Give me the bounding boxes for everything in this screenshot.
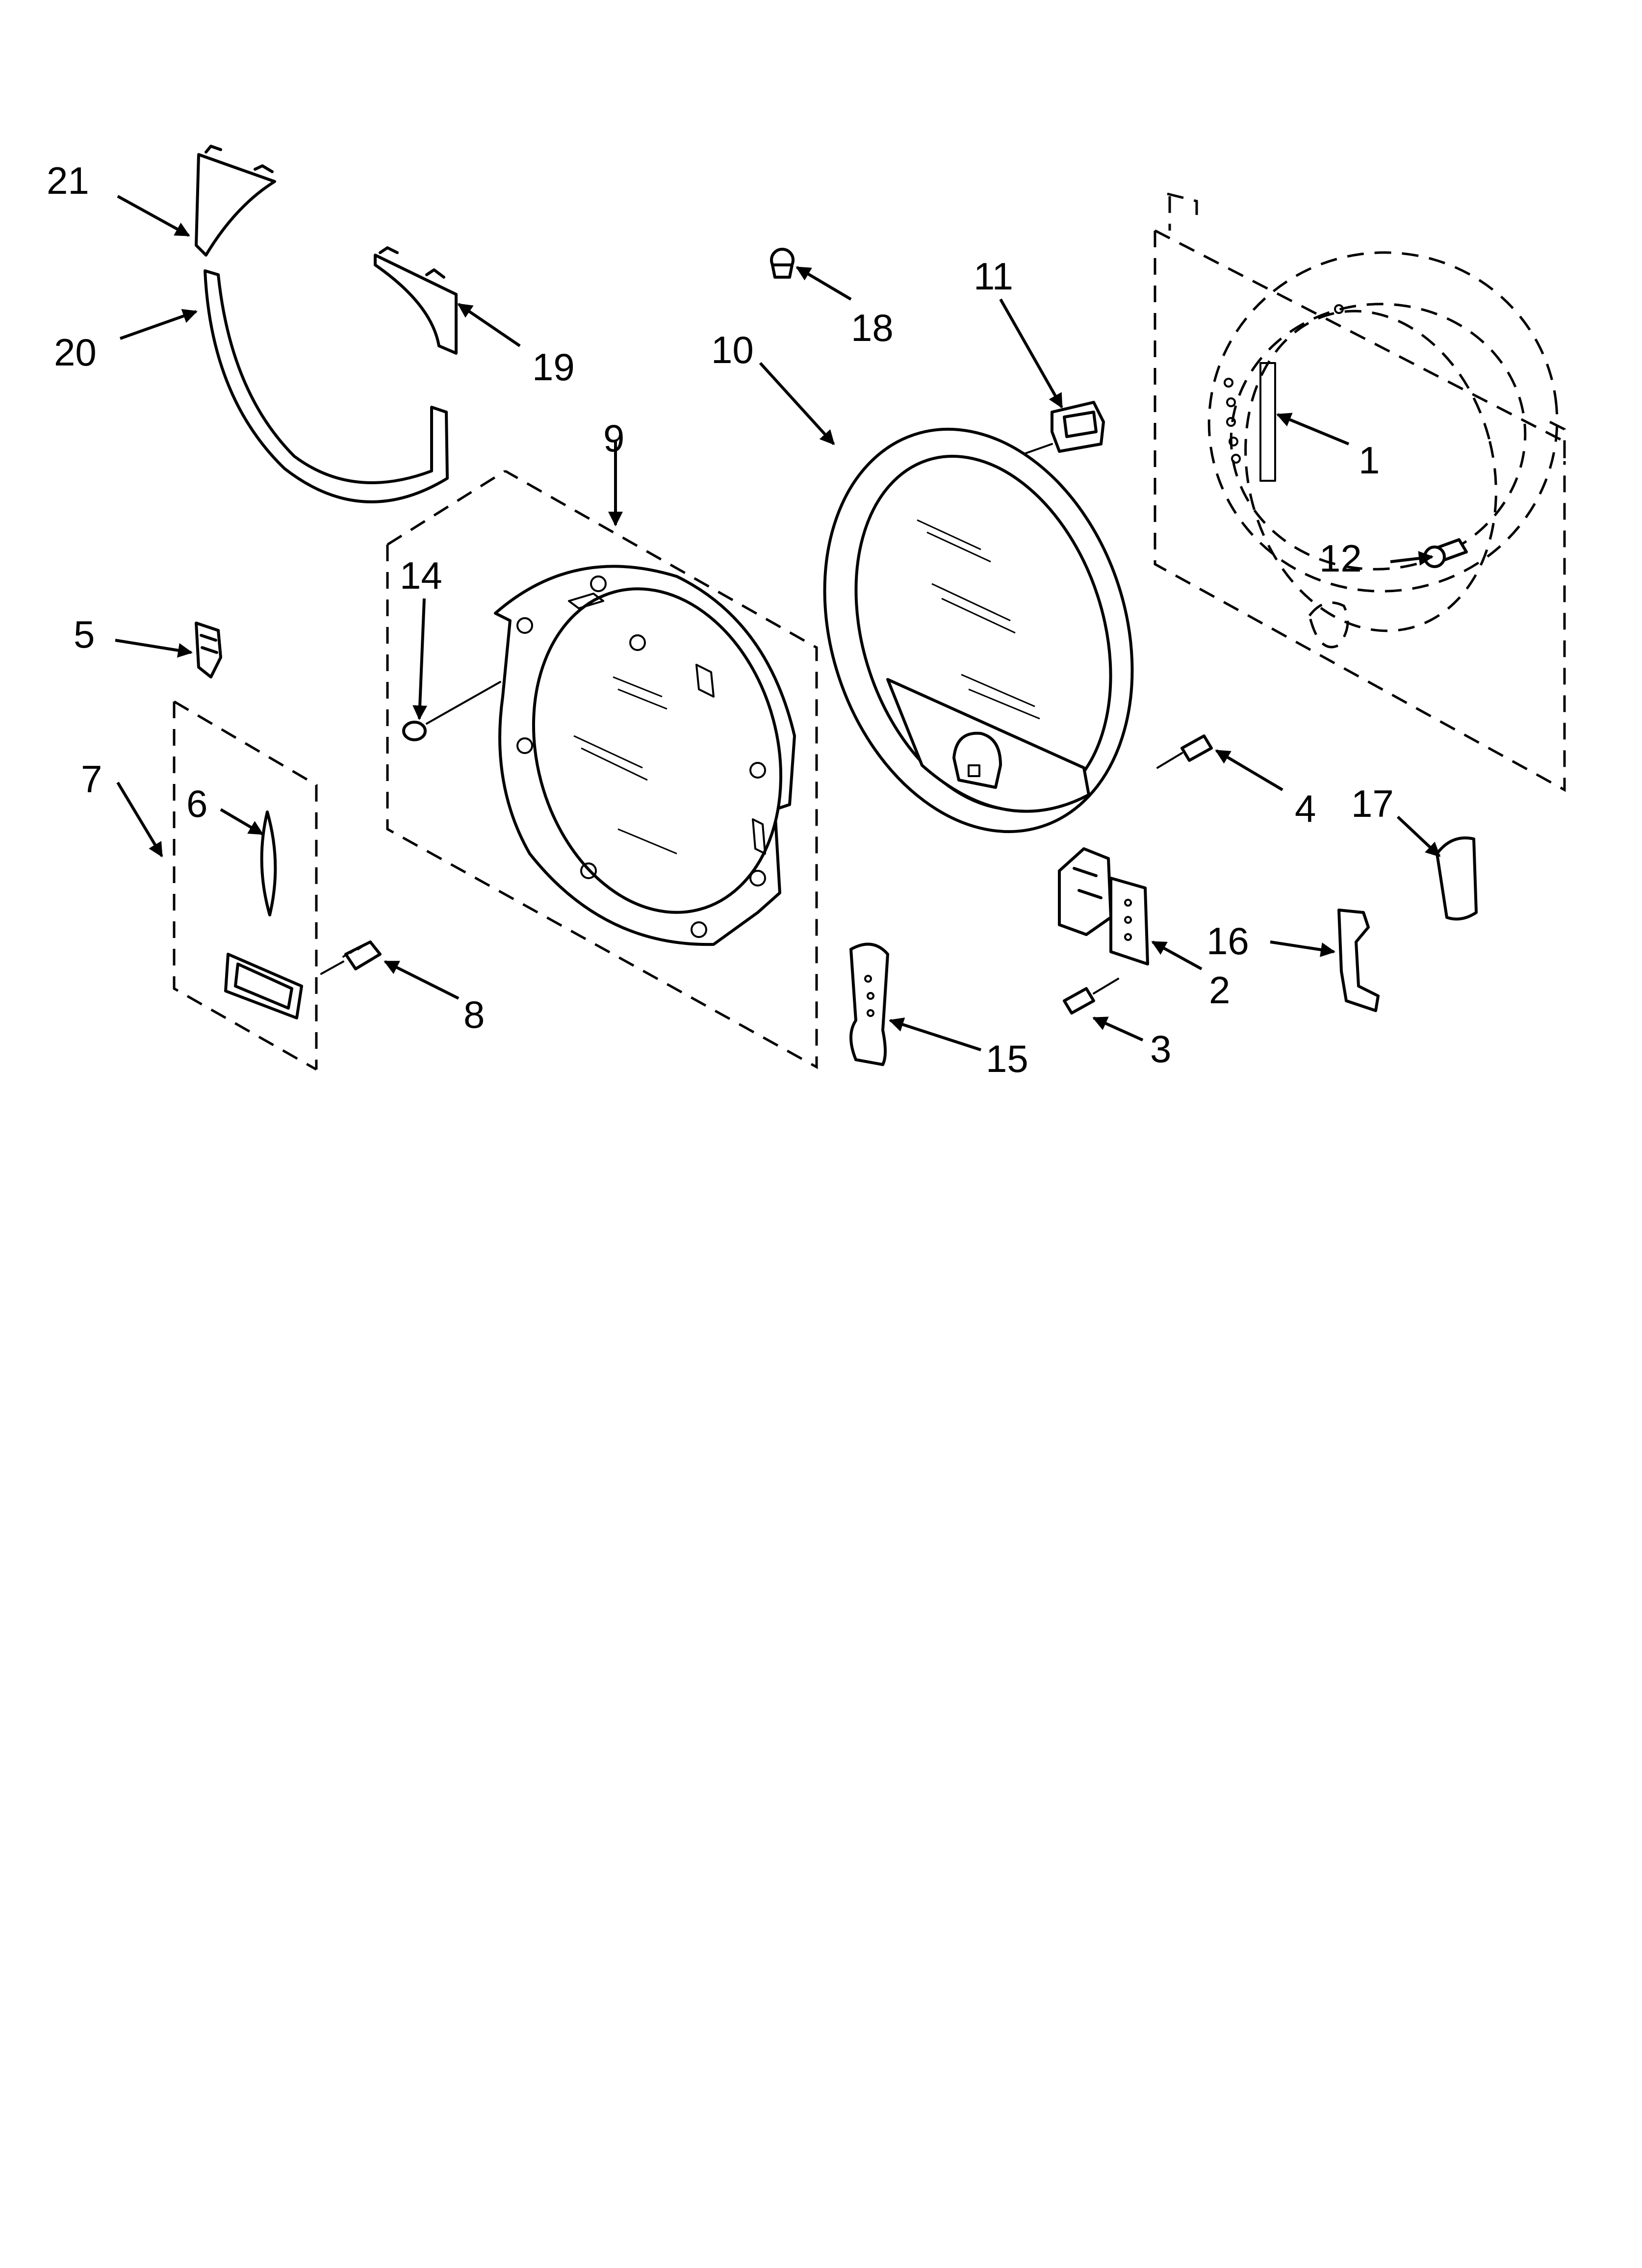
callout-15: 15	[986, 1037, 1028, 1080]
callout-16: 16	[1206, 919, 1249, 963]
callout-4: 4	[1295, 787, 1316, 830]
callout-2: 2	[1209, 968, 1230, 1012]
pad-part-14	[402, 681, 501, 741]
strike-part-12	[1009, 401, 1105, 460]
callout-6: 6	[186, 782, 207, 825]
door-handle-part-15	[849, 942, 889, 1066]
callout-14: 14	[400, 554, 442, 597]
callout-11: 12	[1319, 537, 1362, 580]
inner-door-frame-part-9	[386, 469, 818, 1069]
screw-part-8	[320, 940, 382, 975]
callout-19: 20	[54, 331, 97, 374]
hinge-part-2	[1058, 847, 1149, 965]
trim-piece-part-20	[195, 145, 276, 257]
bracket-part-16	[1337, 909, 1380, 1012]
callout-8: 8	[463, 993, 485, 1036]
outer-door-part-10	[823, 427, 1134, 834]
screw-part-4	[1156, 734, 1213, 769]
screw-part-11	[1423, 538, 1468, 568]
cabinet-front-part-1	[1154, 192, 1566, 792]
handle-assembly-part-7	[173, 700, 318, 1071]
callout-3: 3	[1150, 1027, 1171, 1070]
callout-17: 17	[1351, 782, 1394, 825]
trim-piece-part-21	[374, 246, 458, 355]
curved-trim-part-19	[204, 269, 449, 503]
clip-part-5	[195, 622, 222, 678]
callout-20: 21	[47, 159, 89, 202]
callout-7: 7	[81, 757, 102, 801]
callout-18: 18	[851, 306, 894, 349]
callout-9: 9	[603, 417, 624, 460]
callout-1: 1	[1359, 439, 1380, 482]
trim-strip-part-17	[1436, 836, 1478, 921]
plug-part-18	[770, 248, 795, 279]
callout-10: 10	[711, 328, 754, 371]
screw-part-3	[1063, 978, 1119, 1015]
callout-labels: 21 20 19 18 11 10 9 1 12 14 5 7 6 8 4 17…	[47, 159, 1394, 1080]
leader-lines	[115, 195, 1441, 1051]
callout-21: 19	[532, 345, 575, 389]
handle-bezel	[224, 953, 303, 1019]
callout-12: 11	[974, 255, 1013, 298]
callout-5: 5	[74, 613, 95, 656]
handle-insert-part-6	[260, 810, 277, 916]
